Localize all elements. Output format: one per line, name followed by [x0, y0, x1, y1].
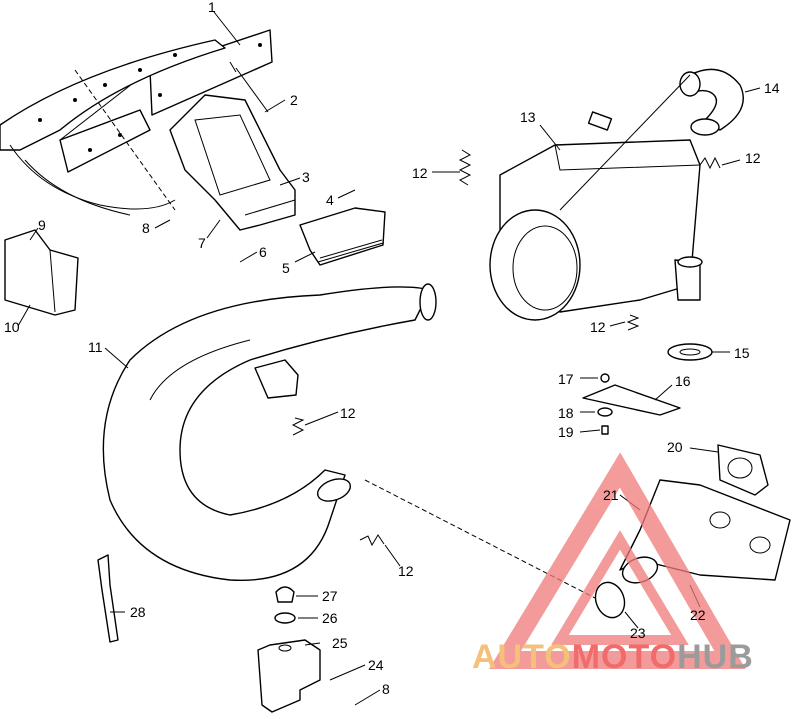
watermark-logo: [489, 452, 746, 669]
callout-9: 9: [38, 217, 46, 233]
watermark-moto: MOTO: [572, 638, 677, 676]
part-16-plate: [582, 384, 681, 416]
callout-7: 7: [198, 235, 206, 251]
callout-27: 27: [322, 588, 338, 604]
callout-8-top: 8: [142, 220, 150, 236]
callout-17: 17: [558, 371, 574, 387]
callout-12-a: 12: [412, 165, 428, 181]
watermark-text: AUTOMOTOHUB: [472, 638, 754, 676]
callout-19: 19: [558, 424, 574, 440]
callout-8-bottom: 8: [382, 681, 390, 697]
callout-labels: 1 2 3 4 5 6 7 8 9 10 11 12 12 12 12 12 1…: [4, 0, 780, 697]
part-28-strap: [97, 554, 119, 643]
part-13-muffler: [489, 111, 703, 321]
part-25-bracket: [257, 639, 321, 713]
parts-26-27-mount: [274, 586, 296, 624]
watermark-auto: AUTO: [472, 638, 572, 676]
leader-lines: [17, 11, 761, 706]
callout-22: 22: [690, 607, 706, 623]
callout-28: 28: [130, 604, 146, 620]
callout-15: 15: [734, 345, 750, 361]
watermark-hub: HUB: [677, 638, 754, 676]
callout-12-d: 12: [340, 405, 356, 421]
callout-14: 14: [764, 80, 780, 96]
body-panel: [0, 39, 226, 216]
callout-1: 1: [208, 0, 216, 15]
callout-4: 4: [326, 192, 334, 208]
part-3-bracket: [169, 61, 296, 231]
callout-3: 3: [302, 169, 310, 185]
callout-12-e: 12: [398, 563, 414, 579]
callout-13: 13: [520, 109, 536, 125]
part-12-springs: [291, 149, 721, 547]
part-11-exhaust-pipe: [102, 283, 437, 582]
part-14-elbow-tube: [559, 68, 744, 211]
callout-5: 5: [282, 260, 290, 276]
callout-24: 24: [368, 657, 384, 673]
callout-2: 2: [290, 92, 298, 108]
part-15-washer: [667, 343, 713, 361]
part-5-heat-shield: [299, 207, 386, 266]
callout-12-c: 12: [590, 319, 606, 335]
callout-25: 25: [332, 635, 348, 651]
part-20-gasket: [717, 444, 769, 496]
callout-20: 20: [667, 439, 683, 455]
parts-17-18-19-fasteners: [597, 373, 613, 435]
callout-16: 16: [675, 373, 691, 389]
callout-12-b: 12: [745, 150, 761, 166]
callout-21: 21: [603, 487, 619, 503]
callout-6: 6: [259, 244, 267, 260]
callout-10: 10: [4, 319, 20, 335]
callout-26: 26: [322, 610, 338, 626]
part-1-mount-plate: [59, 29, 273, 173]
callout-18: 18: [558, 405, 574, 421]
callout-11: 11: [88, 339, 103, 355]
part-10-side-shield: [4, 229, 79, 316]
callout-23: 23: [630, 625, 646, 641]
center-line: [364, 479, 596, 599]
